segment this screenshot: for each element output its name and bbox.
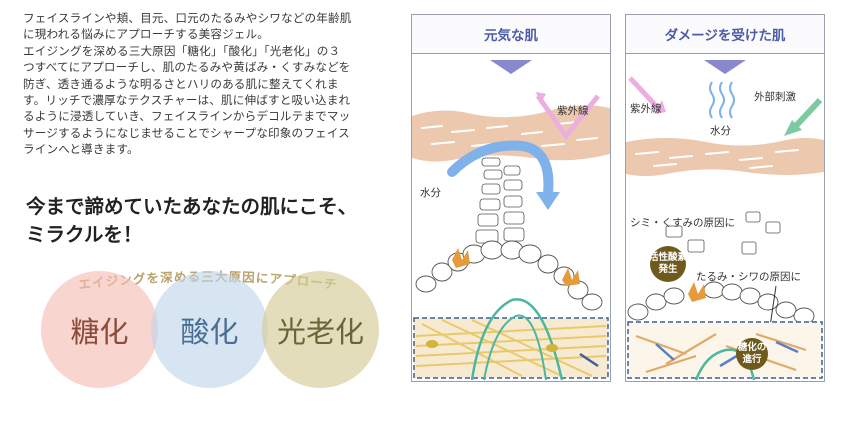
water-flow-arrow (447, 140, 554, 199)
cause-glycation-circle: 糖化 (41, 271, 158, 388)
sagging-cause-label: たるみ・シワの原因に (696, 271, 801, 283)
damaged-skin-title: ダメージを受けた肌 (626, 15, 824, 54)
healthy-skin-title: 元気な肌 (412, 15, 610, 54)
water-label: 水分 (710, 125, 731, 137)
cause-oxidation-circle: 酸化 (151, 271, 268, 388)
melanocyte-icon (688, 282, 706, 302)
spots-cause-label: シミ・くすみの原因に (630, 217, 735, 229)
skin-surface-layer (412, 105, 610, 162)
product-description: フェイスラインや頬、目元、口元のたるみやシワなどの年齢肌 に現われる悩みにアプロ… (23, 11, 352, 157)
uv-label: 紫外線 (630, 102, 662, 115)
active-oxygen-label-line2: 発生 (657, 263, 678, 275)
cause-photoaging-label: 光老化 (276, 314, 364, 349)
active-oxygen-label-line1: 活性酸素 (649, 251, 688, 263)
uv-arrow-icon (535, 94, 600, 141)
catchphrase: 今まで諦めていたあなたの肌にこそ、 ミラクルを！ (26, 195, 358, 246)
basal-cell-layer (627, 281, 815, 325)
down-arrow-icon (490, 60, 532, 74)
active-oxygen-icon (650, 246, 686, 282)
melanocyte-icon (452, 248, 470, 268)
healthy-skin-panel: 元気な肌 紫外線 水分 (411, 14, 611, 382)
healthy-skin-illustration: 紫外線 水分 (412, 60, 610, 381)
down-arrow-icon (704, 60, 746, 74)
basal-cell-layer (415, 240, 603, 311)
damaged-skin-illustration: 紫外線 外部刺激 水分 シミ・くすみの原因に 活性酸素 発生 (626, 60, 824, 381)
stimulus-arrow-icon (791, 97, 823, 131)
skin-surface-layer (626, 138, 824, 176)
water-evaporation-icon (709, 81, 735, 119)
uv-arrow-icon (628, 76, 662, 112)
water-label: 水分 (420, 187, 441, 199)
glycation-icon (736, 338, 768, 370)
glycation-label-line1: 糖化の (738, 341, 767, 353)
cause-glycation-label: 糖化 (70, 314, 129, 349)
cause-photoaging-circle: 光老化 (262, 271, 379, 388)
stimulus-label: 外部刺激 (754, 90, 796, 103)
uv-label: 紫外線 (557, 104, 589, 117)
damaged-skin-panel: ダメージを受けた肌 紫外線 外部刺激 水分 シミ・くすみの原因に 活性酸素 (625, 14, 825, 382)
cause-oxidation-label: 酸化 (180, 314, 239, 349)
glycation-label-line2: 進行 (742, 353, 762, 365)
